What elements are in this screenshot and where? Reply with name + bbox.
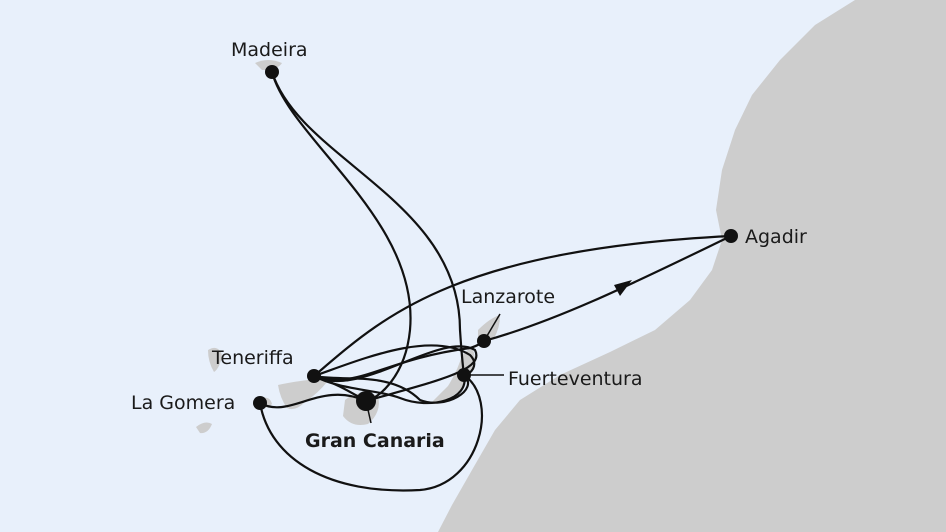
label-agadir: Agadir xyxy=(745,226,807,248)
port-marker-lanzarote xyxy=(477,334,491,348)
port-marker-fuerteventura xyxy=(457,368,471,382)
port-marker-madeira xyxy=(265,65,279,79)
port-marker-agadir xyxy=(724,229,738,243)
label-teneriffa: Teneriffa xyxy=(211,347,294,369)
africa-coast xyxy=(438,0,946,532)
arrowhead-icon xyxy=(614,280,632,296)
island-tenerife xyxy=(278,378,330,410)
port-marker-la-gomera xyxy=(253,396,267,410)
port-marker-gran-canaria xyxy=(356,391,376,411)
port-marker-teneriffa xyxy=(307,369,321,383)
label-madeira: Madeira xyxy=(231,39,308,61)
label-gran-canaria: Gran Canaria xyxy=(305,430,445,452)
port-labels: Madeira Agadir Lanzarote Teneriffa Fuert… xyxy=(131,39,807,452)
label-lanzarote: Lanzarote xyxy=(461,286,555,308)
label-la-gomera: La Gomera xyxy=(131,392,235,414)
port-markers xyxy=(253,65,738,411)
island-el-hierro xyxy=(196,422,212,434)
island-la-palma xyxy=(208,347,222,372)
label-fuerteventura: Fuerteventura xyxy=(508,368,643,390)
